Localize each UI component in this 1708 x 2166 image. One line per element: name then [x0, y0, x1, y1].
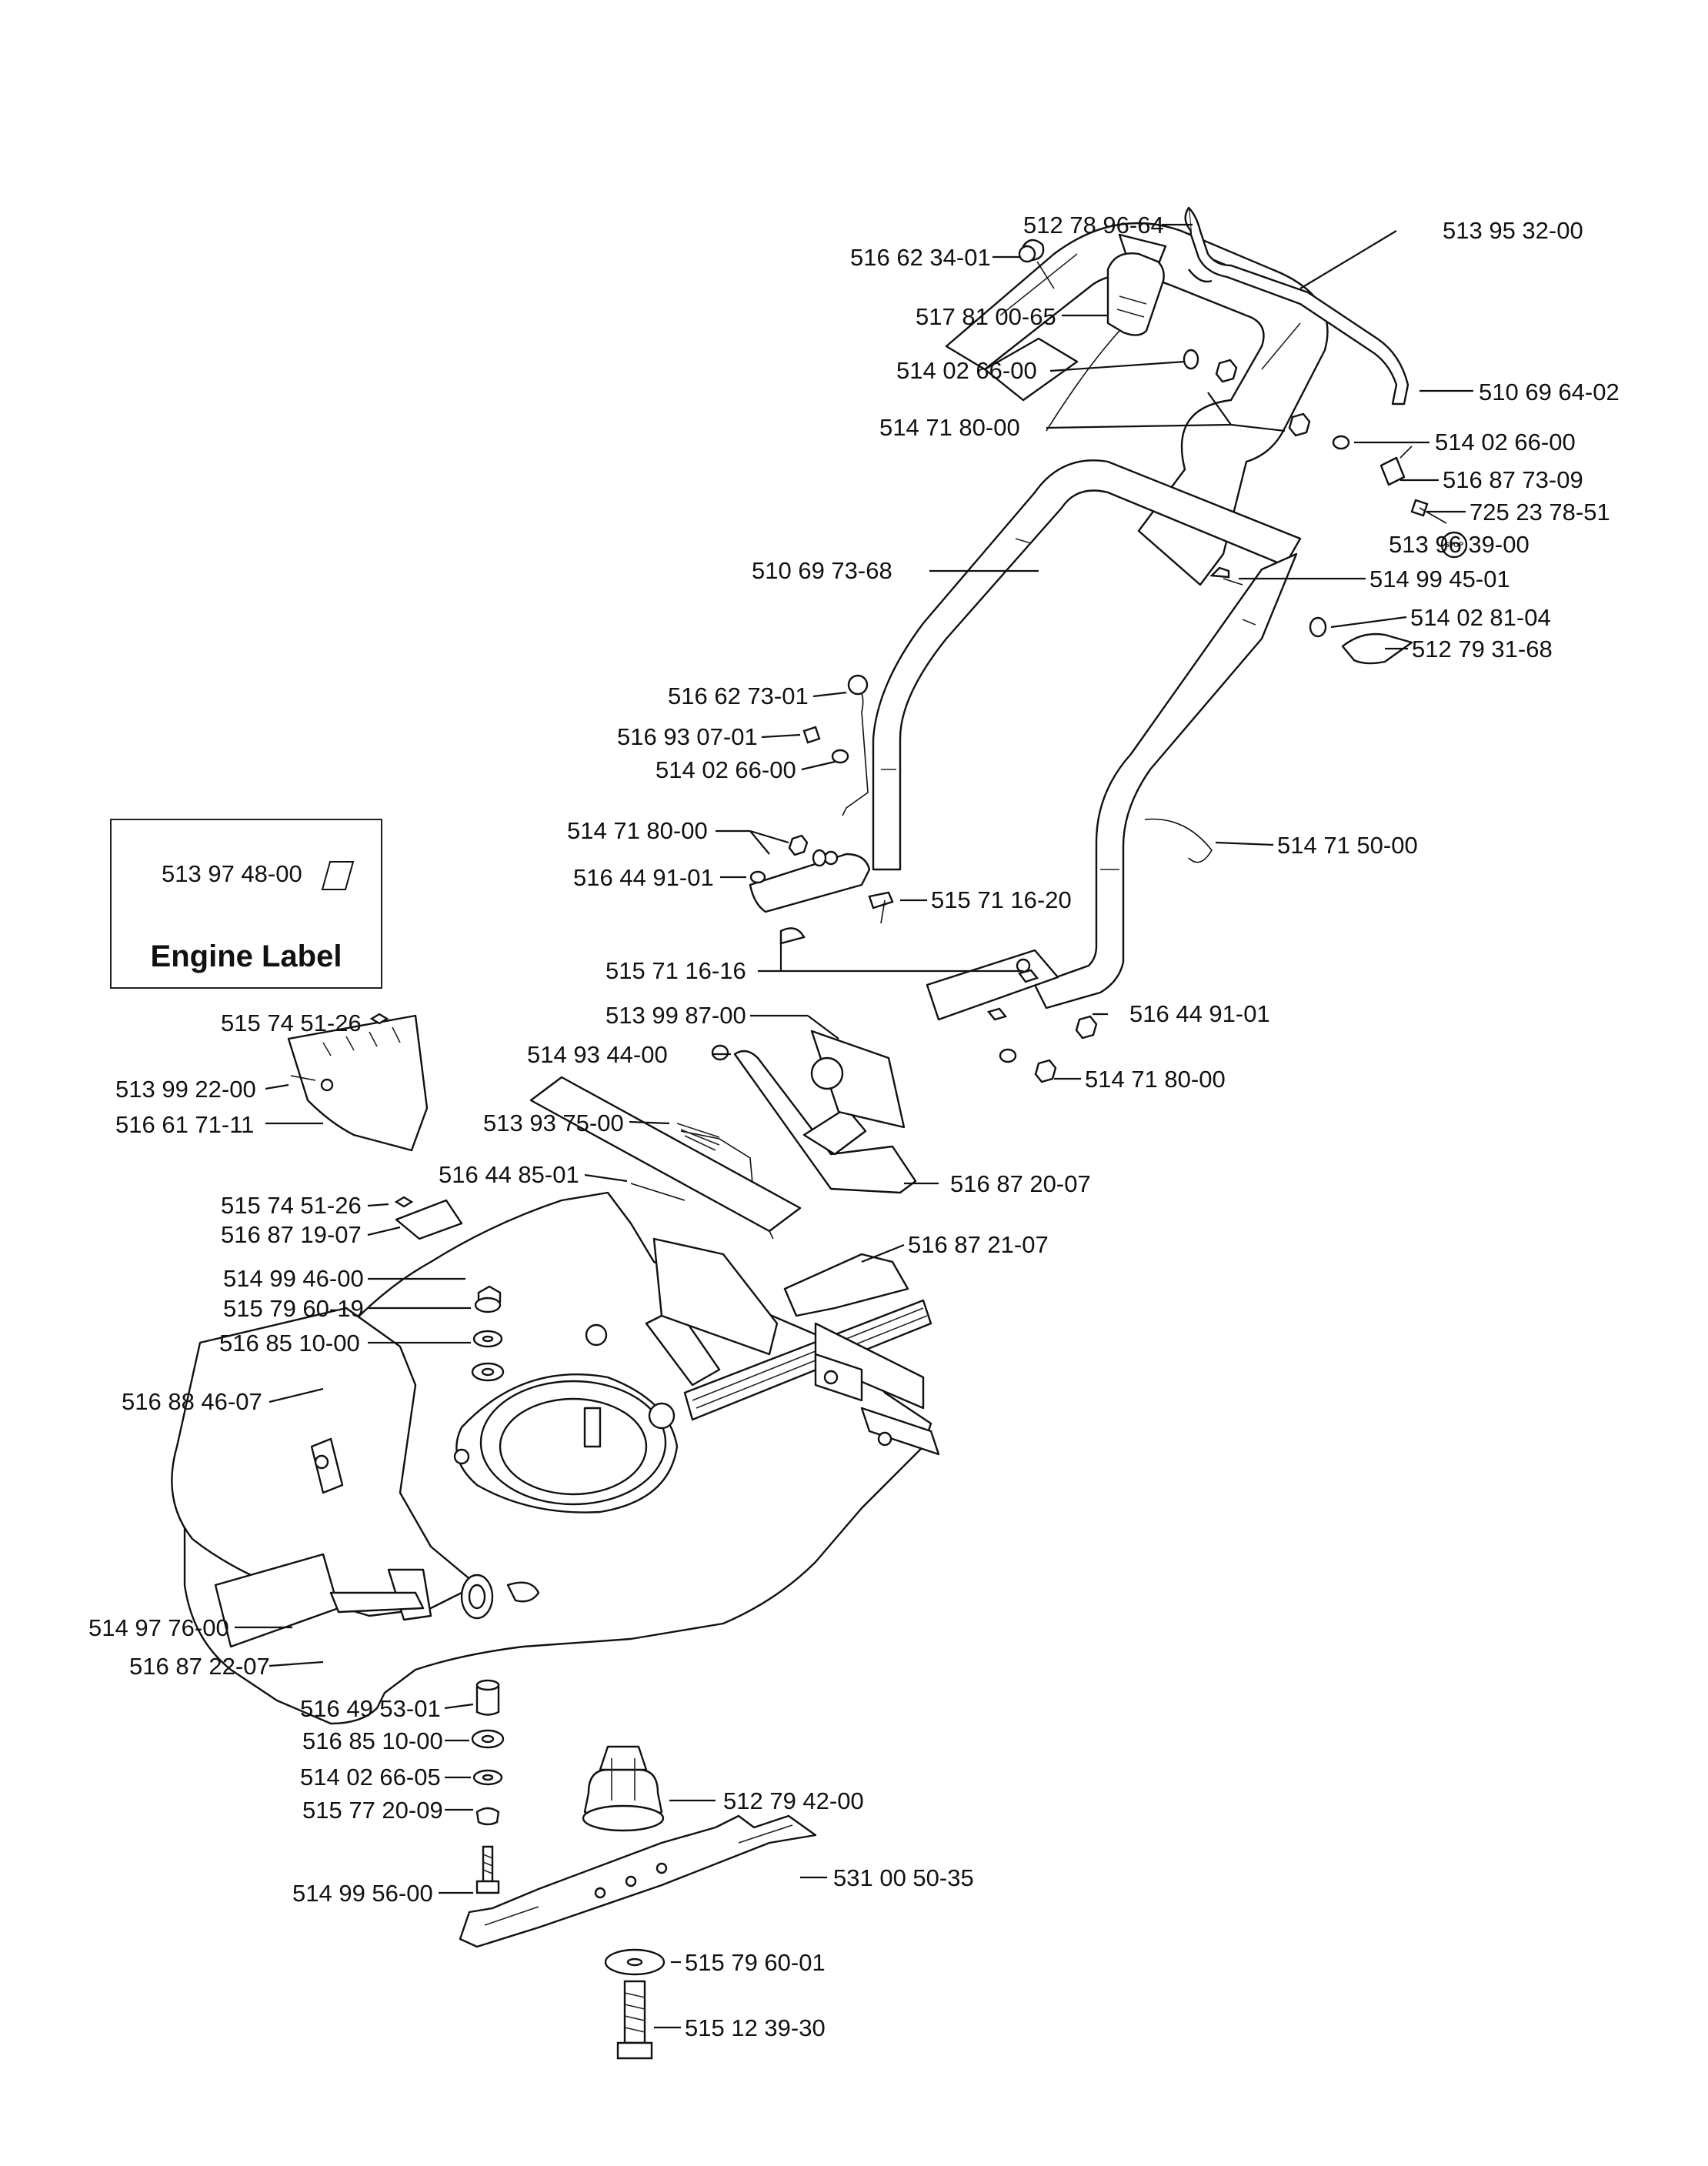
leader-lines: [235, 223, 1473, 2029]
part-label: 531 00 50-35: [833, 1864, 974, 1891]
part-label: 514 02 81-04: [1410, 604, 1551, 631]
part-label: 514 99 46-00: [223, 1265, 364, 1292]
part-label: 514 71 50-00: [1277, 832, 1418, 859]
part-label: 514 93 44-00: [527, 1041, 668, 1068]
part-label: 516 87 73-09: [1443, 466, 1583, 493]
rear-flap: [630, 1030, 917, 1317]
part-label: 513 95 32-00: [1443, 217, 1583, 244]
part-label: 514 99 45-01: [1369, 566, 1510, 592]
part-label: 513 99 87-00: [605, 1002, 746, 1029]
part-label: 514 71 80-00: [1085, 1066, 1226, 1093]
part-label: 514 02 66-00: [896, 357, 1037, 384]
part-label: 513 96 39-00: [1389, 531, 1530, 558]
part-label: 516 87 19-07: [221, 1221, 362, 1248]
part-label: 516 62 73-01: [668, 683, 809, 709]
part-label: 516 44 85-01: [439, 1161, 579, 1188]
engine-label-part-number: 513 97 48-00: [162, 860, 302, 887]
part-label: 512 79 31-68: [1412, 636, 1553, 662]
mower-blade: [459, 1814, 817, 1948]
engine-label-inset: 513 97 48-00 Engine Label: [110, 819, 382, 989]
cable-rod: [749, 674, 1213, 1083]
part-label: 514 71 80-00: [567, 817, 708, 844]
part-label: 515 74 51-26: [221, 1192, 362, 1219]
wheel-hardware-stack: [471, 1285, 505, 1894]
part-label: 516 62 34-01: [850, 244, 991, 271]
control-bail: [1184, 206, 1409, 405]
part-label: 512 79 42-00: [723, 1787, 864, 1814]
part-label: 514 02 66-00: [656, 756, 796, 783]
part-label: 516 85 10-00: [219, 1330, 360, 1357]
part-label: 516 85 10-00: [302, 1727, 443, 1754]
part-label: 515 79 60-01: [685, 1949, 826, 1976]
part-label: 515 77 20-09: [302, 1797, 443, 1824]
part-label: 514 02 66-05: [300, 1764, 441, 1791]
label-decal-icon: [321, 861, 355, 890]
part-label: 725 23 78-51: [1469, 499, 1610, 526]
blade-bolt: [604, 1948, 666, 2060]
part-label: 516 87 21-07: [908, 1231, 1049, 1258]
part-label: 515 71 16-16: [605, 957, 746, 984]
part-label: 516 93 07-01: [617, 723, 758, 750]
part-label: 516 87 20-07: [950, 1170, 1091, 1197]
part-label: 516 49 53-01: [300, 1695, 441, 1722]
deck-housing: [171, 1307, 940, 1648]
blade-adapter: [582, 1745, 665, 1832]
part-label: 514 97 76-00: [88, 1614, 229, 1641]
part-label: 516 44 91-01: [573, 864, 714, 891]
part-label: 514 99 56-00: [292, 1880, 433, 1907]
part-label: 515 74 51-26: [221, 1010, 362, 1036]
part-label: 513 93 75-00: [483, 1110, 624, 1136]
lower-handle: [872, 459, 1302, 1010]
part-label: 510 69 73-68: [752, 557, 892, 584]
part-labels: 512 78 96-64 513 95 32-00 516 62 34-01 5…: [88, 212, 1620, 2041]
part-label: 517 81 00-65: [916, 303, 1056, 330]
part-label: 516 61 71-11: [115, 1111, 254, 1138]
part-label: 510 69 64-02: [1479, 379, 1620, 405]
part-label: 514 71 80-00: [879, 414, 1020, 441]
part-label: 515 12 39-30: [685, 2014, 826, 2041]
part-label: 515 71 16-20: [931, 886, 1072, 913]
part-label: 516 88 46-07: [122, 1388, 262, 1415]
part-label: 516 87 22-07: [129, 1653, 270, 1680]
part-label: 513 99 22-00: [115, 1076, 256, 1103]
engine-label-title: Engine Label: [150, 939, 342, 973]
part-label: 512 78 96-64: [1023, 212, 1164, 239]
handle-hardware: STOP: [1018, 239, 1468, 665]
part-label: 515 79 60-19: [223, 1295, 364, 1322]
side-bracket: [287, 1013, 463, 1240]
part-label: 516 44 91-01: [1129, 1000, 1270, 1027]
throttle-control: [1046, 233, 1167, 432]
stop-decal-text: STOP: [1445, 541, 1463, 549]
part-label: 514 02 66-00: [1435, 429, 1576, 456]
